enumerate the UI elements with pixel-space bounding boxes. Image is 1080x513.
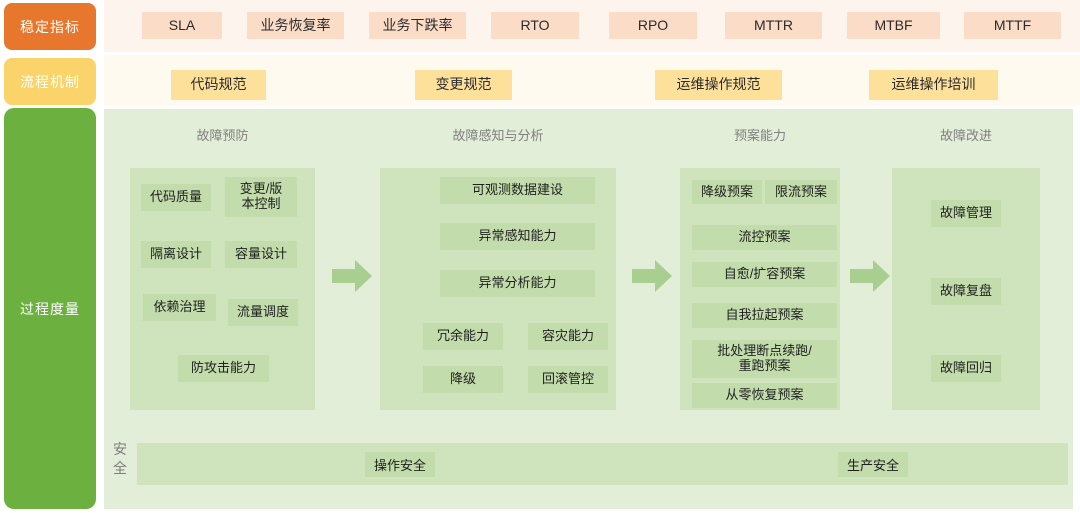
stability-chip[interactable]: 业务下跌率 — [369, 12, 466, 39]
capability-cell[interactable]: 降级 — [423, 366, 503, 393]
capability-cell[interactable]: 异常感知能力 — [440, 223, 595, 250]
capability-cell[interactable]: 批处理断点续跑/重跑预案 — [692, 340, 837, 378]
process-mechanism-chip[interactable]: 代码规范 — [171, 70, 266, 100]
capability-cell[interactable]: 流量调度 — [228, 299, 298, 326]
capability-cell[interactable]: 冗余能力 — [423, 323, 503, 350]
capability-cell[interactable]: 自我拉起预案 — [692, 303, 837, 328]
capability-cell[interactable]: 限流预案 — [765, 180, 837, 204]
capability-cell[interactable]: 自愈/扩容预案 — [692, 262, 837, 287]
capability-cell[interactable]: 容量设计 — [225, 241, 297, 268]
capability-cell[interactable]: 容灾能力 — [528, 323, 608, 350]
stability-chip[interactable]: MTTF — [964, 12, 1061, 39]
capability-cell[interactable]: 故障复盘 — [931, 278, 1001, 305]
capability-cell[interactable]: 依赖治理 — [143, 294, 216, 321]
stability-chip[interactable]: MTTR — [725, 12, 822, 39]
stability-chip[interactable]: MTBF — [847, 12, 940, 39]
column-title: 故障预防 — [196, 128, 249, 143]
stability-chip[interactable]: SLA — [142, 12, 222, 39]
capability-cell[interactable]: 从零恢复预案 — [692, 383, 837, 408]
capability-cell[interactable]: 变更/版本控制 — [225, 177, 297, 217]
capability-cell[interactable]: 回滚管控 — [528, 366, 608, 393]
capability-cell[interactable]: 代码质量 — [141, 184, 211, 211]
capability-cell[interactable]: 故障管理 — [931, 200, 1001, 227]
process-mechanism-chip[interactable]: 运维操作规范 — [655, 70, 782, 100]
capability-cell[interactable]: 可观测数据建设 — [440, 177, 595, 204]
process-mechanism-tag[interactable]: 流程机制 — [4, 58, 96, 105]
process-mechanism-chip[interactable]: 运维操作培训 — [869, 70, 998, 100]
capability-cell[interactable]: 故障回归 — [931, 355, 1001, 382]
safety-label: 安全 — [113, 441, 127, 476]
capability-cell[interactable]: 异常分析能力 — [440, 270, 595, 297]
right-arrow-icon — [332, 259, 372, 293]
safety-chip[interactable]: 操作安全 — [365, 452, 435, 477]
stability-chip[interactable]: RPO — [609, 12, 697, 39]
stability-chip[interactable]: 业务恢复率 — [247, 12, 344, 39]
column-title: 故障改进 — [939, 128, 992, 143]
right-arrow-icon — [850, 259, 890, 293]
capability-cell[interactable]: 防攻击能力 — [178, 355, 269, 382]
column-title: 预案能力 — [733, 128, 786, 143]
capability-cell[interactable]: 流控预案 — [692, 225, 837, 250]
safety-panel — [137, 443, 1068, 485]
right-arrow-icon — [632, 259, 672, 293]
safety-chip[interactable]: 生产安全 — [838, 452, 908, 477]
column-title: 故障感知与分析 — [452, 128, 544, 143]
stability-metrics-tag[interactable]: 稳定指标 — [4, 3, 96, 50]
process-measure-tag[interactable]: 过程度量 — [4, 108, 96, 509]
capability-cell[interactable]: 隔离设计 — [141, 241, 211, 268]
capability-cell[interactable]: 降级预案 — [692, 180, 762, 204]
stability-chip[interactable]: RTO — [491, 12, 579, 39]
process-mechanism-chip[interactable]: 变更规范 — [415, 70, 512, 100]
